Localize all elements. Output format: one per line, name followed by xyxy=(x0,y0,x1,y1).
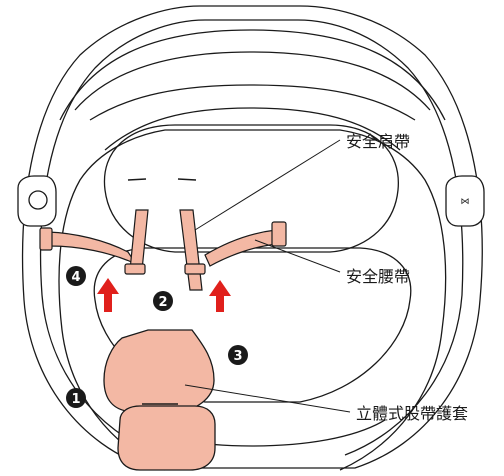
label-shoulder-strap: 安全肩帶 xyxy=(346,132,410,151)
strap-slider-left xyxy=(125,264,145,274)
leader-shoulder xyxy=(195,140,340,230)
arrow-right xyxy=(209,280,231,312)
canopy-fold-2 xyxy=(90,85,415,120)
crotch-pad-upper xyxy=(104,330,214,412)
handle-hubs: ⋈ xyxy=(18,176,484,226)
arrow-left xyxy=(97,278,119,312)
waist-strap-right xyxy=(205,222,286,266)
step-marker-4: 4 xyxy=(66,266,86,286)
step-marker-3-number: 3 xyxy=(233,349,242,364)
waist-strap-left xyxy=(40,228,136,264)
leader-crotch xyxy=(185,385,350,412)
waist-buckle-left xyxy=(40,228,52,250)
shoulder-strap-left xyxy=(130,210,148,270)
crotch-pad-lower xyxy=(118,406,215,470)
strap-slider-right xyxy=(185,264,205,274)
leader-waist xyxy=(255,240,340,272)
shoulder-strap-right xyxy=(180,210,202,290)
step-marker-1: 1 xyxy=(66,388,86,408)
label-waist-strap: 安全腰帶 xyxy=(346,267,410,286)
headrest-marks xyxy=(128,179,196,180)
shoulder-straps xyxy=(125,210,205,290)
crotch-pad-group xyxy=(104,330,215,470)
canopy-top xyxy=(60,30,445,120)
step-marker-4-number: 4 xyxy=(71,270,80,285)
step-marker-1-number: 1 xyxy=(71,392,80,407)
step-marker-3: 3 xyxy=(228,345,248,365)
waist-buckle-right xyxy=(272,222,286,246)
step-marker-2-number: 2 xyxy=(158,295,167,310)
step-marker-2: 2 xyxy=(153,291,173,311)
label-crotch-pad: 立體式股帶護套 xyxy=(356,404,468,423)
svg-text:⋈: ⋈ xyxy=(461,197,470,207)
left-handle-hub xyxy=(18,176,56,226)
